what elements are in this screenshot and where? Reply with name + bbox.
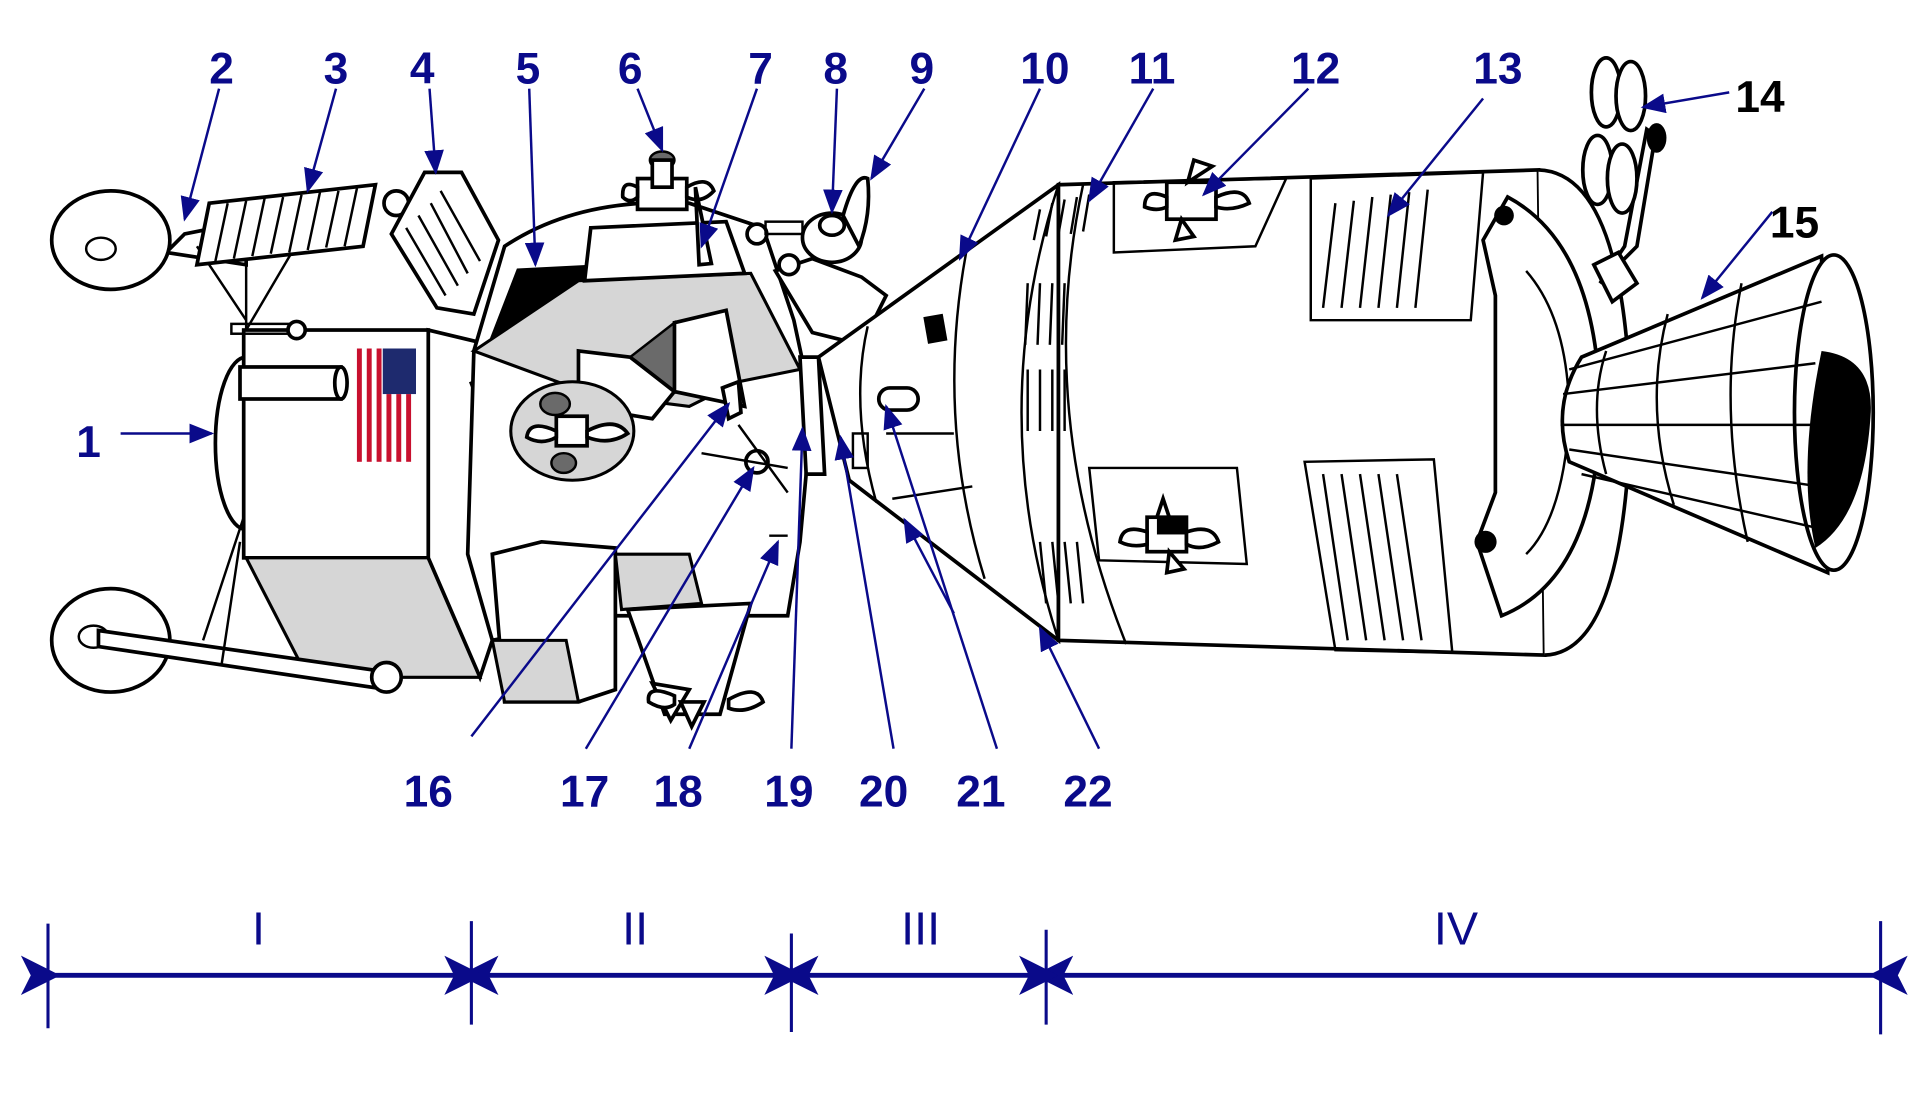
callout-9: 9 xyxy=(910,45,935,94)
callout-20: 20 xyxy=(859,768,908,817)
callout-19: 19 xyxy=(764,768,813,817)
leader-lines xyxy=(120,87,1774,750)
callout-6: 6 xyxy=(618,45,643,94)
section-label-4: IV xyxy=(1434,903,1478,955)
sps-engine-nozzle xyxy=(1560,253,1876,576)
callout-15: 15 xyxy=(1770,199,1819,248)
section-label-3: III xyxy=(901,903,940,955)
callout-1: 1 xyxy=(76,418,101,467)
lunar-module-ascent-stage xyxy=(465,150,889,731)
callout-4: 4 xyxy=(410,45,435,94)
callout-11: 11 xyxy=(1129,45,1176,94)
callout-22: 22 xyxy=(1063,768,1112,817)
callout-12: 12 xyxy=(1291,45,1340,94)
callout-13: 13 xyxy=(1473,45,1522,94)
section-dimension-bar: I II III IV xyxy=(20,903,1908,1035)
callout-14: 14 xyxy=(1735,73,1785,122)
callout-18: 18 xyxy=(654,768,703,817)
section-label-1: I xyxy=(252,903,265,955)
callout-7: 7 xyxy=(748,45,773,94)
callout-labels: 1 2 3 4 5 6 7 8 9 10 11 12 13 14 15 16 1… xyxy=(76,45,1819,817)
callout-2: 2 xyxy=(209,45,234,94)
callout-8: 8 xyxy=(823,45,848,94)
section-label-2: II xyxy=(622,903,648,955)
lunar-module-descent-stage xyxy=(49,170,531,694)
callout-17: 17 xyxy=(560,768,609,817)
service-module xyxy=(1020,56,1667,658)
callout-3: 3 xyxy=(324,45,349,94)
callout-5: 5 xyxy=(516,45,541,94)
us-flag-icon xyxy=(356,348,416,462)
callout-16: 16 xyxy=(404,768,453,817)
callout-21: 21 xyxy=(956,768,1005,817)
callout-10: 10 xyxy=(1020,45,1069,94)
